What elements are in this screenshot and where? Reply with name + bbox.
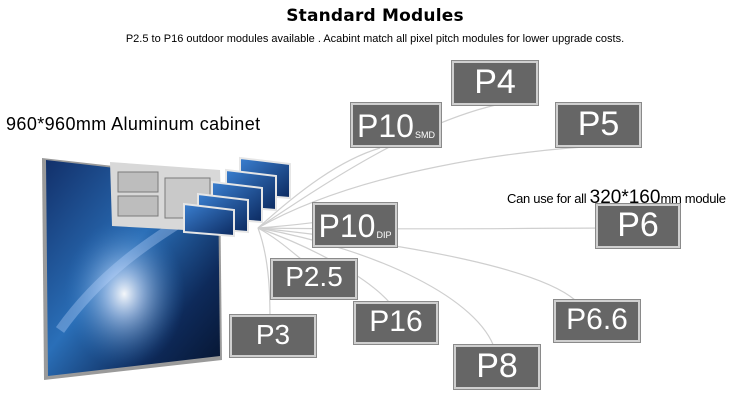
module-p16: P16 bbox=[354, 302, 438, 344]
page-title: Standard Modules bbox=[286, 6, 464, 26]
cabinet-label: 960*960mm Aluminum cabinet bbox=[6, 114, 261, 134]
note-prefix: Can use for all bbox=[507, 191, 590, 206]
module-p5: P5 bbox=[556, 103, 641, 147]
module-p3: P3 bbox=[230, 315, 316, 357]
connector-line bbox=[257, 227, 271, 321]
note-size: 320*160 bbox=[589, 187, 661, 208]
module-p8: P8 bbox=[454, 345, 540, 389]
module-size-note: Can use for all 320*160mm module bbox=[507, 187, 726, 209]
module-p6-6: P6.6 bbox=[554, 300, 640, 342]
connector-line bbox=[257, 147, 381, 229]
module-p6: P6 bbox=[596, 204, 680, 248]
connector-line bbox=[257, 102, 506, 229]
module-tiles bbox=[183, 156, 291, 238]
connector-line bbox=[257, 145, 601, 229]
note-suffix: mm module bbox=[660, 191, 726, 206]
connector-line bbox=[257, 227, 496, 351]
page-subtitle: P2.5 to P16 outdoor modules available . … bbox=[125, 33, 625, 45]
module-p2-5: P2.5 bbox=[271, 259, 357, 299]
module-p4: P4 bbox=[452, 61, 538, 105]
